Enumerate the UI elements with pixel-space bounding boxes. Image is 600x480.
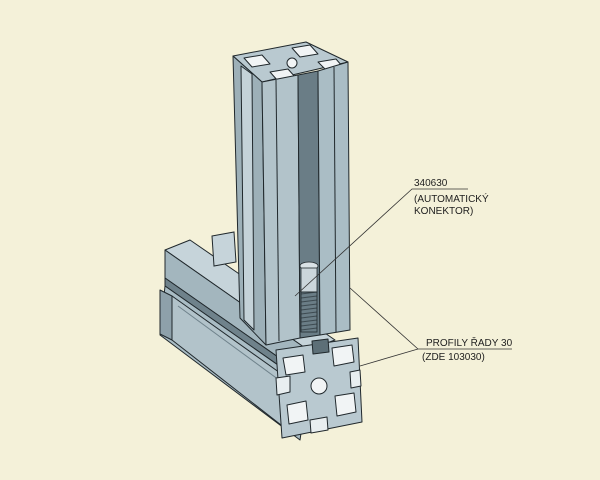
profiles-leader-line-lower [359, 348, 419, 367]
cross-section-slot-bottom [309, 416, 329, 434]
profile-cross-section [275, 337, 363, 439]
connector-label-line1: (AUTOMATICKÝ [414, 192, 489, 205]
cross-section-center-bore [310, 377, 328, 395]
vertical-profile [232, 41, 351, 346]
vertical-edge-line-1 [275, 79, 280, 342]
connector-thread [300, 291, 318, 331]
cross-section-pocket-bottom-right [334, 392, 357, 417]
connector-leader-line [294, 188, 468, 297]
connector-thread-outline [300, 291, 318, 333]
vertical-edge-line-2 [333, 66, 337, 333]
automatic-connector [299, 261, 319, 333]
cross-section-slot-right [349, 369, 362, 389]
cross-section-pocket-top-left [282, 354, 306, 376]
horizontal-profile-bottom-strip [159, 289, 173, 341]
back-profile-strip [211, 231, 237, 267]
connector-part-number: 340630 [414, 178, 448, 189]
vertical-top-pocket-1 [243, 54, 271, 68]
vertical-top-pocket-2 [291, 44, 319, 58]
vertical-profile-front-right [317, 61, 351, 336]
cross-section-slot-top [311, 338, 330, 355]
vertical-profile-left-slot [240, 65, 255, 331]
profiles-label-line2: (ZDE 103030) [422, 352, 485, 363]
connector-label-line2: KONEKTOR) [414, 206, 473, 217]
cross-section-pocket-top-right [331, 344, 355, 367]
leader-lines [294, 188, 512, 367]
cross-section-slot-left [275, 375, 291, 396]
horizontal-profile-edge-line [177, 305, 291, 389]
back-strip-face [211, 231, 237, 267]
profiles-label-line1: PROFILY ŘADY 30 [426, 336, 513, 349]
cross-section-pocket-bottom-left [286, 400, 309, 425]
vertical-top-center-bore [286, 57, 298, 69]
vertical-profile-front-left [261, 74, 301, 346]
